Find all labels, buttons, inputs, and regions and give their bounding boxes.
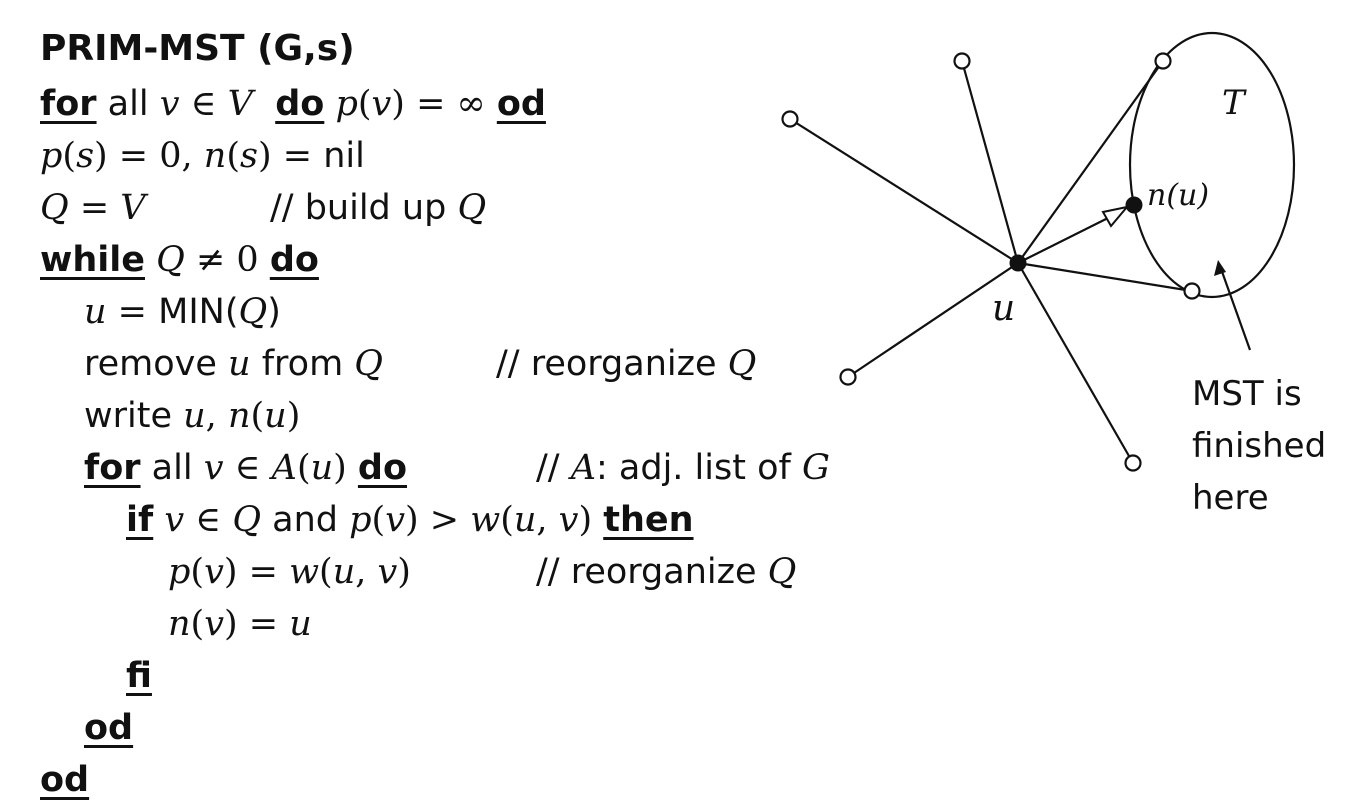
node (781, 110, 799, 128)
edge (789, 118, 1019, 264)
code-line-8: for all v ∈ A(u) do // A: adj. list of G (40, 442, 830, 494)
code-comment: // reorganize Q (496, 344, 757, 384)
pseudocode-block: for all v ∈ V do p(v) = ∞ od p(s) = 0, n… (40, 78, 830, 806)
code-comment: // build up Q (270, 188, 487, 228)
code-comment: // A: adj. list of G (536, 448, 830, 488)
edge (960, 60, 1020, 264)
code-comment: // reorganize Q (536, 552, 797, 592)
edge-to-nu (1017, 213, 1117, 264)
code-line-7: write u, n(u) (84, 396, 301, 436)
code-line-12: fi (40, 650, 694, 702)
keyword-for: for (84, 448, 141, 488)
keyword-od: od (40, 760, 90, 800)
tree-T-boundary (1128, 31, 1296, 299)
keyword-fi: fi (126, 656, 152, 696)
code-line-5: u = MIN(Q) (84, 292, 281, 332)
keyword-od: od (84, 708, 134, 748)
code-line-3: Q = V // build up Q (40, 182, 694, 234)
edges (789, 60, 1252, 464)
node-nu (1125, 196, 1143, 214)
node (839, 368, 857, 386)
node (1124, 454, 1142, 472)
edge (1017, 262, 1134, 464)
code-line-10: p(v) = w(u, v) // reorganize Q (40, 546, 796, 598)
note-pointer-line (1218, 265, 1252, 351)
code-line-11: n(v) = u (168, 604, 312, 644)
node (1154, 52, 1172, 70)
keyword-od: od (496, 84, 546, 124)
algorithm-title: PRIM-MST (G,s) (40, 28, 355, 69)
keyword-while: while (40, 240, 145, 280)
edge (1017, 60, 1164, 264)
code-line-14: od (40, 754, 694, 806)
node-u (1009, 254, 1027, 272)
open-nodes (781, 52, 1201, 472)
arrowhead (1101, 205, 1130, 228)
label-nu: n(u) (1147, 178, 1209, 213)
keyword-if: if (126, 500, 154, 540)
code-line-2: p(s) = 0, n(s) = nil (40, 136, 365, 176)
label-T: T (1222, 83, 1247, 123)
edge (847, 262, 1019, 378)
mst-note: MST is finished here (1192, 374, 1327, 518)
keyword-do: do (269, 240, 319, 280)
label-u: u (992, 288, 1015, 329)
code-line-13: od (40, 702, 694, 754)
code-line-9: if v ∈ Q and p(v) > w(u, v) then (126, 500, 694, 540)
keyword-for: for (40, 84, 97, 124)
node (1183, 282, 1201, 300)
code-line-4: while Q ≠ 0 do (40, 240, 319, 280)
keyword-do: do (275, 84, 325, 124)
edge (1017, 261, 1193, 293)
code-line-6: remove u from Q // reorganize Q (40, 338, 756, 390)
keyword-then: then (603, 500, 694, 540)
code-line-1: for all v ∈ V do p(v) = ∞ od (40, 84, 546, 124)
keyword-do: do (357, 448, 408, 488)
note-arrowhead (1214, 260, 1226, 276)
node (953, 52, 971, 70)
